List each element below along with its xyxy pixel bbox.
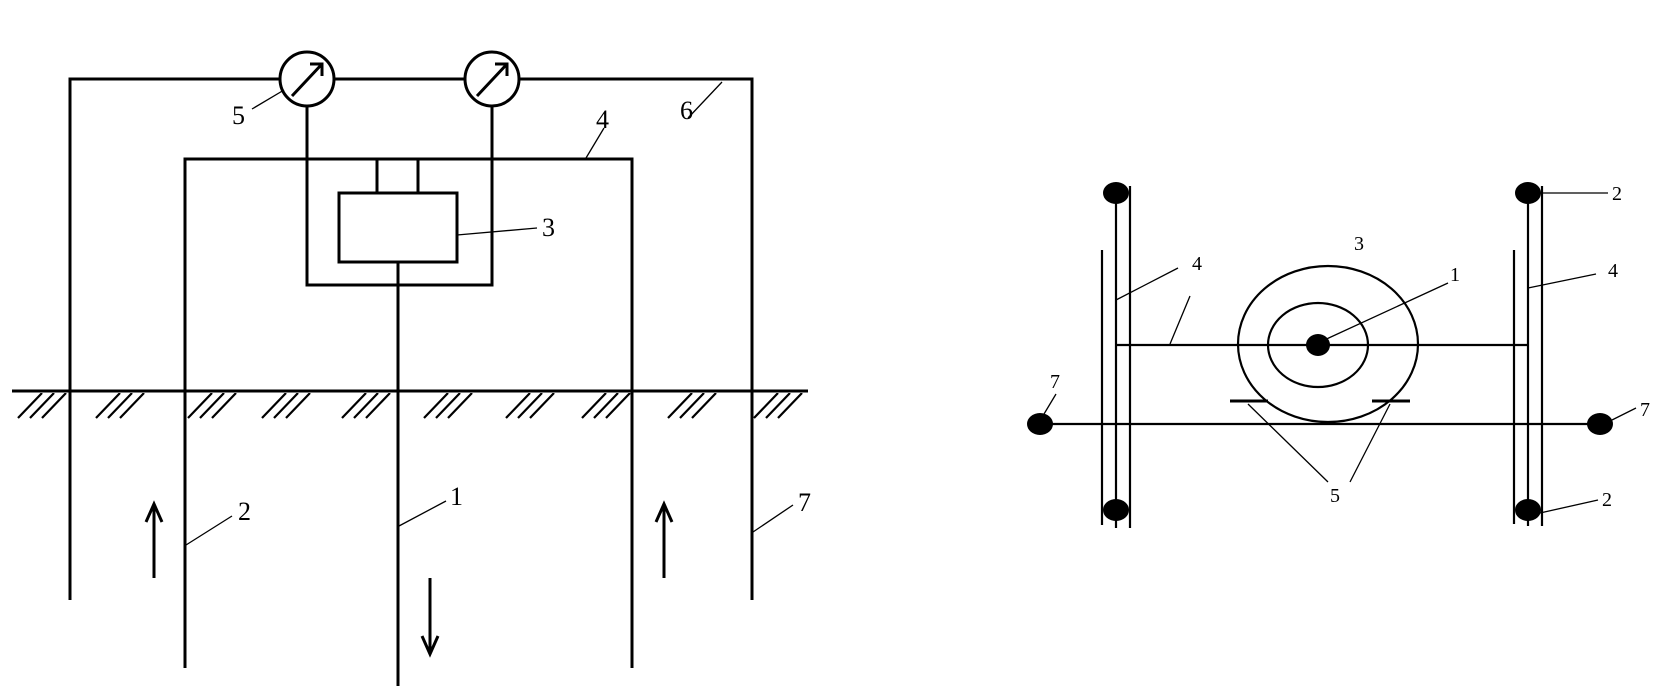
well-2-bottom-left-dot (1103, 499, 1129, 521)
leader-lines-left (185, 81, 794, 546)
plan-label-7-right: 7 (1640, 399, 1650, 421)
outer-pipe-6 (68, 77, 280, 600)
plan-label-4-right: 4 (1608, 260, 1618, 282)
gauge-right (463, 50, 521, 108)
gauge-left-needle (290, 62, 324, 98)
gauge-connection (305, 106, 494, 287)
plan-label-2-bottom: 2 (1602, 489, 1612, 511)
label-5: 5 (232, 101, 245, 130)
well-2-top-right-dot (1515, 182, 1541, 204)
label-1: 1 (450, 482, 463, 511)
label-6: 6 (680, 96, 693, 125)
inner-pipe-4 (183, 157, 634, 668)
gauge-right-needle (475, 62, 509, 98)
well-7-right-dot (1587, 413, 1613, 435)
flow-arrow-up-left (144, 500, 164, 578)
well-2-top-left-dot (1103, 182, 1129, 204)
well-7-left-dot (1027, 413, 1053, 435)
plan-label-1: 1 (1450, 264, 1460, 286)
outer-pipe-6-right (519, 77, 754, 600)
gauge-right-arrowhead (495, 62, 509, 76)
well-2-bottom-right-dot (1515, 499, 1541, 521)
unit-3-box (337, 191, 459, 264)
label-2: 2 (238, 497, 251, 526)
plan-view: 3 1 4 4 2 2 5 7 7 (1027, 182, 1650, 528)
gauge-left-arrowhead (310, 62, 324, 76)
label-4: 4 (596, 105, 609, 134)
center-well-1-dot (1306, 334, 1330, 356)
label-3: 3 (542, 213, 555, 242)
leader-lines-right (1043, 192, 1637, 514)
ground-hatching (17, 393, 803, 419)
plan-label-3: 3 (1354, 233, 1364, 255)
gauge-left (278, 50, 336, 108)
plan-label-5: 5 (1330, 485, 1340, 507)
plan-label-4-mid: 4 (1192, 253, 1202, 275)
flow-arrow-up-right (654, 500, 674, 578)
plan-label-2-top: 2 (1612, 183, 1622, 205)
section-view: 5 6 4 3 2 1 7 (12, 50, 811, 686)
label-7: 7 (798, 488, 811, 517)
plan-label-7-left: 7 (1050, 371, 1060, 393)
flow-arrow-down (420, 578, 440, 658)
